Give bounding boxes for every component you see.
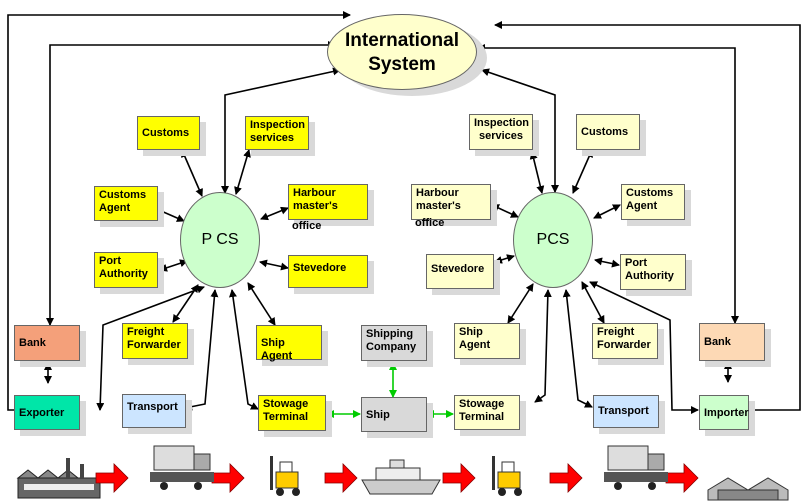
- forklift-icon: [492, 456, 522, 496]
- left-inspection-line1: Inspection: [250, 119, 306, 131]
- left-harbour-office-label: office: [292, 220, 322, 232]
- flow-arrow-icon: [211, 463, 245, 493]
- bank-right-international-line: [477, 44, 739, 324]
- right-stowage-terminal-box: Stowage Terminal: [454, 395, 520, 430]
- right-bank-box: Bank: [699, 323, 765, 361]
- flow-arrow-icon: [95, 463, 129, 493]
- left-ship-agent-box: Ship Agent: [256, 325, 322, 362]
- left-bank-box: Bank: [14, 325, 80, 361]
- left-inspection-line2: services: [250, 132, 295, 144]
- left-harbour-box: Harbour master's: [288, 184, 368, 220]
- international-system-line2: System: [368, 54, 436, 75]
- right-stowage-terminal-line1: Stowage: [459, 398, 505, 410]
- left-transport-box: Transport: [122, 394, 186, 428]
- exporter-to-international-line: [7, 11, 351, 411]
- right-customs-label: Customs: [581, 126, 629, 138]
- right-inspection-box: Inspection services: [469, 114, 533, 150]
- right-port-authority-line1: Port: [625, 257, 647, 269]
- shipping-company-line1: Shipping: [366, 328, 414, 340]
- right-harbour-line1: Harbour: [416, 187, 459, 199]
- right-harbour-box: Harbour master's: [411, 184, 491, 220]
- left-freight-forwarder-line1: Freight: [127, 326, 165, 338]
- ship-icon: [361, 459, 441, 495]
- flow-arrow-icon: [665, 463, 699, 493]
- pcs-right-international-line: [481, 68, 559, 193]
- right-transport-label: Transport: [598, 405, 649, 417]
- right-customs-agent-line1: Customs: [626, 187, 674, 199]
- pcs-right-node: PCS: [513, 192, 593, 288]
- left-port-authority-box: Port Authority: [94, 252, 158, 288]
- right-stowage-terminal-line2: Terminal: [459, 411, 505, 423]
- right-freight-forwarder-line1: Freight: [597, 326, 635, 338]
- right-inspection-line1: Inspection: [474, 117, 530, 129]
- ship-label: Ship: [366, 409, 390, 421]
- left-stowage-terminal-line1: Stowage: [263, 398, 309, 410]
- right-port-authority-line2: Authority: [625, 270, 674, 282]
- forklift-icon: [270, 456, 300, 496]
- left-stowage-terminal-box: Stowage Terminal: [258, 395, 326, 431]
- left-freight-forwarder-box: Freight Forwarder: [122, 323, 188, 359]
- left-stowage-terminal-line2: Terminal: [263, 411, 309, 423]
- pcs-right-label: PCS: [536, 231, 570, 248]
- exporter-box: Exporter: [14, 395, 80, 430]
- left-stevedore-label: Stevedore: [293, 262, 347, 274]
- warehouse-icon: [707, 477, 789, 501]
- flow-arrow-icon: [549, 463, 583, 493]
- factory-icon: [16, 458, 101, 499]
- right-harbour-line2: master's: [416, 200, 461, 212]
- left-customs-agent-line2: Agent: [99, 202, 131, 214]
- bank-international-line: [46, 41, 336, 326]
- left-customs-box: Customs: [137, 116, 200, 150]
- truck-icon: [604, 445, 668, 490]
- left-bank-label: Bank: [19, 337, 46, 349]
- right-inspection-line2: services: [478, 130, 524, 142]
- flow-arrow-icon: [442, 463, 476, 493]
- right-bank-label: Bank: [704, 336, 731, 348]
- flow-arrow-icon: [324, 463, 358, 493]
- truck-icon: [150, 445, 214, 490]
- left-ship-agent-label: Ship Agent: [261, 337, 293, 362]
- right-freight-forwarder-line2: Forwarder: [597, 339, 651, 351]
- exporter-label: Exporter: [19, 407, 65, 419]
- shipping-company-box: Shipping Company: [361, 325, 427, 361]
- right-ship-agent-box: Ship Agent: [454, 323, 520, 359]
- left-harbour-line1: Harbour: [293, 187, 336, 199]
- right-port-authority-box: Port Authority: [620, 254, 686, 290]
- importer-to-international-line: [494, 21, 801, 411]
- right-transport-box: Transport: [593, 395, 659, 428]
- left-port-authority-line2: Authority: [99, 268, 148, 280]
- importer-label: Importer: [704, 407, 749, 419]
- pcs-left-label: P CS: [201, 231, 239, 248]
- pcs-left-international-line: [221, 67, 341, 194]
- importer-box: Importer: [699, 395, 749, 430]
- pcs-left-node: P CS: [180, 192, 260, 288]
- right-harbour-office-label: office: [415, 217, 445, 229]
- logistics-flow-strip: [16, 445, 789, 501]
- left-harbour-line2: master's: [293, 200, 338, 212]
- left-port-authority-line1: Port: [99, 255, 121, 267]
- right-customs-agent-box: Customs Agent: [621, 184, 685, 220]
- left-customs-agent-line1: Customs: [99, 189, 147, 201]
- left-freight-forwarder-line2: Forwarder: [127, 339, 181, 351]
- ship-box: Ship: [361, 397, 427, 432]
- right-stevedore-label: Stevedore: [431, 263, 485, 275]
- right-customs-box: Customs: [576, 114, 640, 150]
- right-stevedore-box: Stevedore: [426, 254, 494, 289]
- left-customs-label: Customs: [142, 127, 190, 139]
- left-transport-label: Transport: [127, 401, 178, 413]
- right-customs-agent-line2: Agent: [626, 200, 658, 212]
- right-freight-forwarder-box: Freight Forwarder: [592, 323, 658, 359]
- right-ship-agent-line1: Ship: [459, 326, 483, 338]
- international-system-line1: International: [344, 30, 459, 51]
- left-stevedore-box: Stevedore: [288, 255, 368, 288]
- right-ship-agent-line2: Agent: [459, 339, 491, 351]
- left-customs-agent-box: Customs Agent: [94, 186, 158, 221]
- shipping-company-line2: Company: [366, 341, 417, 353]
- left-inspection-box: Inspection services: [245, 116, 309, 150]
- international-system-node: International System: [327, 14, 477, 90]
